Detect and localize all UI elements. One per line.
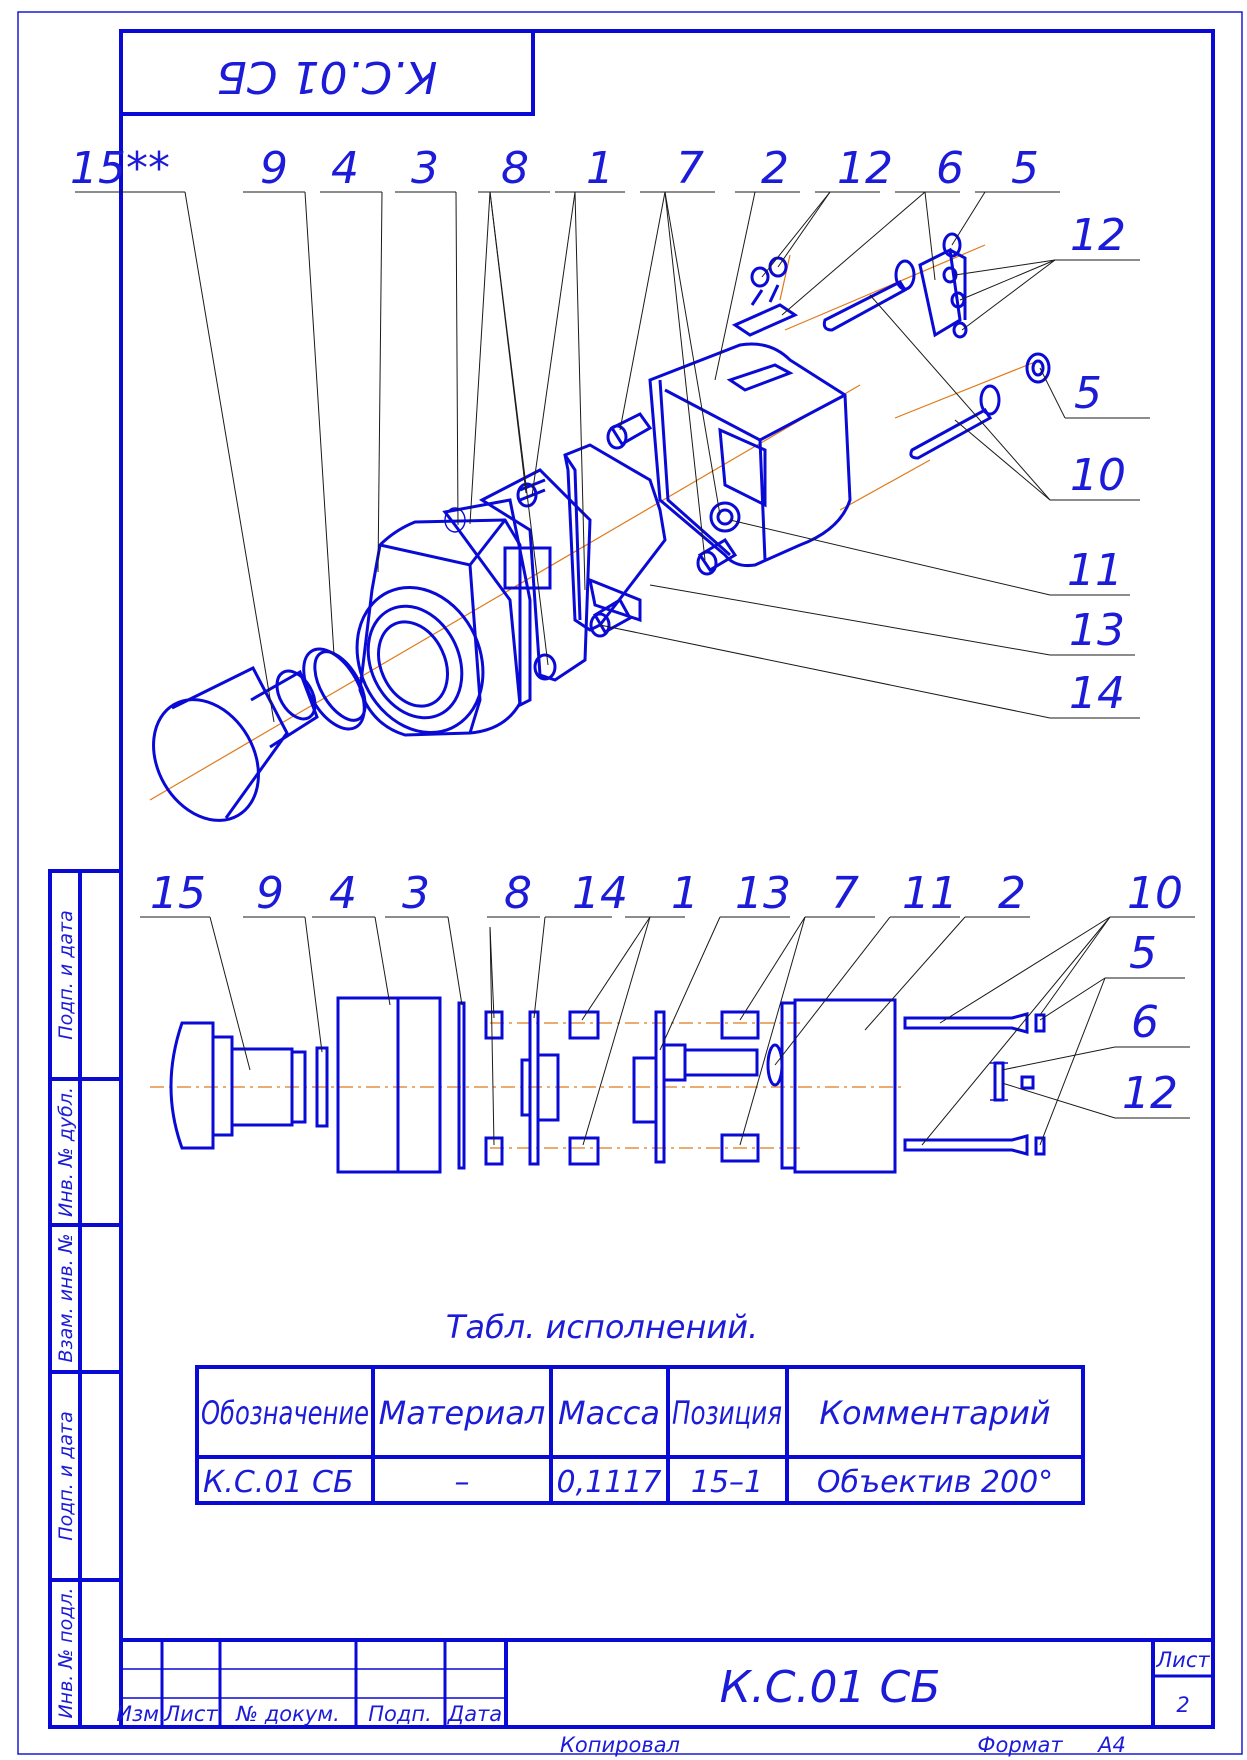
cell-mass: 0,1117 <box>557 1465 662 1500</box>
section-part-3 <box>457 1001 466 1170</box>
section-part-15-body <box>230 1047 294 1127</box>
exploded-label-11: 11 <box>1067 545 1123 596</box>
title-col-list: Лист <box>163 1702 218 1726</box>
variants-table: Табл. исполнений. Обозначение Материал М… <box>195 1308 1085 1505</box>
exploded-label-9: 9 <box>260 143 288 194</box>
exploded-label-12: 12 <box>837 143 893 194</box>
exploded-leaders <box>75 191 1150 723</box>
section-part-1-top <box>568 1010 600 1040</box>
section-view: 15 9 4 3 8 14 1 13 7 11 2 10 5 6 12 <box>140 868 1195 1174</box>
exploded-label-3: 3 <box>411 143 439 194</box>
title-col-izm: Изм. <box>116 1702 165 1726</box>
section-part-4 <box>336 996 442 1174</box>
header-mass: Масса <box>558 1394 660 1432</box>
footer: Копировал Формат А4 <box>560 1733 1126 1757</box>
section-label-12: 12 <box>1122 1068 1178 1119</box>
section-part-15-cap <box>169 1021 215 1150</box>
section-label-8: 8 <box>504 868 532 919</box>
exploded-label-5b: 5 <box>1074 368 1102 419</box>
title-col-date: Дата <box>447 1702 502 1726</box>
section-part-10-bottom <box>903 1134 1029 1156</box>
header-comment: Комментарий <box>819 1394 1050 1432</box>
part-4-front-housing <box>355 518 522 737</box>
side-label-sign-date-1: Подп. и дата <box>55 910 77 1039</box>
section-part-7-top <box>720 1010 760 1040</box>
side-label-dup-inv: Инв. № дубл. <box>55 1087 77 1217</box>
header-position: Позиция <box>672 1394 782 1432</box>
title-col-doc: № докум. <box>235 1702 340 1726</box>
cell-position: 15–1 <box>691 1465 763 1500</box>
part-15-lens <box>152 666 319 822</box>
footer-format-value: А4 <box>1096 1733 1126 1757</box>
exploded-label-4: 4 <box>331 143 359 194</box>
exploded-label-10: 10 <box>1070 450 1126 501</box>
title-sheet-number: 2 <box>1176 1693 1189 1717</box>
section-label-4: 4 <box>329 868 357 919</box>
section-label-3: 3 <box>402 868 430 919</box>
section-label-2: 2 <box>998 868 1026 919</box>
section-part-5-bottom <box>1034 1136 1046 1156</box>
section-label-10: 10 <box>1127 868 1183 919</box>
section-part-12 <box>1020 1075 1035 1090</box>
section-label-7: 7 <box>831 868 859 919</box>
header-designation: Обозначение <box>201 1394 369 1432</box>
exploded-label-12b: 12 <box>1070 210 1126 261</box>
cell-comment: Объектив 200° <box>817 1465 1053 1500</box>
section-label-14: 14 <box>572 868 628 919</box>
section-part-15-step <box>213 1035 234 1137</box>
exploded-label-5: 5 <box>1011 143 1039 194</box>
side-label-repl-inv: Взам. инв. № <box>55 1233 77 1362</box>
part-3-gasket <box>442 498 532 708</box>
part-2-rear-box <box>648 342 852 567</box>
title-block: Изм. Лист № докум. Подп. Дата К.С.01 СБ … <box>116 1638 1213 1727</box>
footer-format-label: Формат <box>977 1733 1063 1757</box>
section-label-11: 11 <box>902 868 958 919</box>
section-part-1-bottom <box>568 1136 600 1166</box>
side-label-sign-date-2: Подп. и дата <box>55 1411 77 1540</box>
exploded-view: 15** 9 4 3 8 1 7 2 12 6 5 12 5 10 11 13 … <box>70 143 1150 822</box>
section-part-5-top <box>1034 1013 1046 1033</box>
section-leaders <box>140 916 1195 1146</box>
footer-copied: Копировал <box>560 1733 680 1757</box>
part-10-screws <box>822 259 1001 460</box>
corner-stamp: К.С.01 СБ <box>119 29 535 116</box>
part-9-ring <box>302 647 367 731</box>
header-material: Материал <box>379 1394 546 1432</box>
exploded-label-7: 7 <box>676 143 704 194</box>
section-label-13: 13 <box>735 868 791 919</box>
exploded-label-14: 14 <box>1069 668 1125 719</box>
part-8-plate <box>478 468 592 682</box>
exploded-label-8: 8 <box>501 143 529 194</box>
section-part-2 <box>780 998 897 1174</box>
section-label-1: 1 <box>671 868 699 919</box>
trim-border <box>17 11 1243 1755</box>
part-6-bracket <box>731 247 968 339</box>
part-1-middle-plate <box>563 443 667 632</box>
exploded-label-15: 15** <box>70 143 170 194</box>
exploded-label-13: 13 <box>1069 605 1125 656</box>
section-part-10-top <box>903 1012 1029 1034</box>
title-sheet-label: Лист <box>1155 1648 1210 1672</box>
section-part-6 <box>993 1061 1005 1102</box>
corner-stamp-text: К.С.01 СБ <box>217 51 438 102</box>
section-label-6: 6 <box>1131 997 1159 1048</box>
exploded-label-6: 6 <box>936 143 964 194</box>
side-strip: Подп. и дата Инв. № дубл. Взам. инв. № П… <box>48 869 123 1729</box>
side-label-orig-inv: Инв. № подл. <box>55 1587 77 1718</box>
section-label-9: 9 <box>256 868 284 919</box>
variants-table-caption: Табл. исполнений. <box>446 1308 758 1346</box>
exploded-label-2: 2 <box>761 143 789 194</box>
section-part-7-bottom <box>720 1133 760 1163</box>
section-label-15: 15 <box>150 868 206 919</box>
part-5-washers <box>942 232 1051 384</box>
cell-designation: К.С.01 СБ <box>203 1465 354 1500</box>
section-part-15-end <box>292 1050 307 1124</box>
exploded-label-1: 1 <box>586 143 614 194</box>
title-designation: К.С.01 СБ <box>720 1662 941 1713</box>
section-label-5: 5 <box>1129 928 1157 979</box>
cell-material: – <box>455 1465 470 1500</box>
title-col-sign: Подп. <box>368 1702 432 1726</box>
